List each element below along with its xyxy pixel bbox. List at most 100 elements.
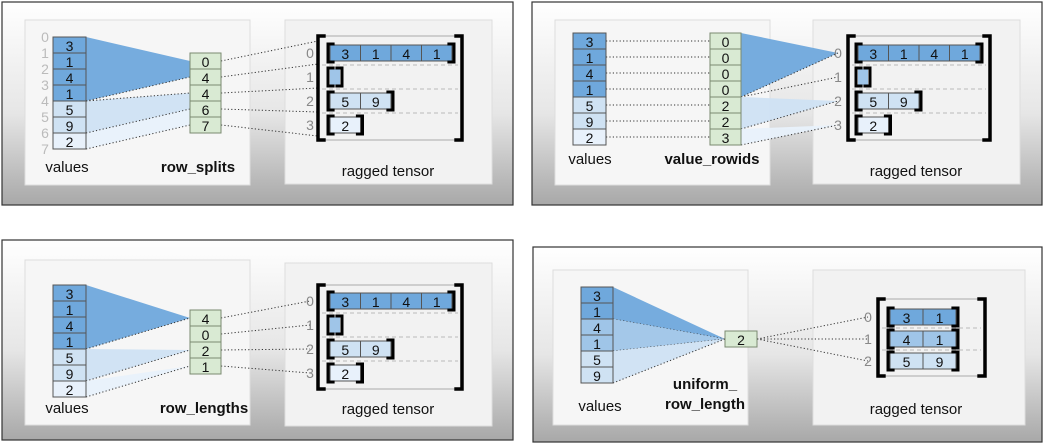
dotted-connector: [220, 348, 311, 351]
value-cell-text: 4: [66, 318, 74, 334]
row-left-bracket: [326, 362, 335, 384]
tensor-right-bracket: [977, 297, 987, 378]
value-cell-text: 4: [593, 320, 601, 336]
value-cell-text: 5: [66, 102, 74, 118]
value-cell-text: 1: [593, 304, 601, 320]
row-index-label: 2: [306, 341, 314, 357]
dotted-connector: [220, 365, 311, 374]
row-left-bracket: [854, 114, 863, 136]
empty-row-right-bracket: [335, 314, 344, 336]
encoding-cell-text: 0: [202, 54, 210, 70]
connectors: [85, 285, 311, 398]
values-label: values: [45, 400, 88, 417]
row-index-label: 0: [864, 309, 872, 325]
row-right-bracket: [883, 114, 892, 136]
value-cell-text: 4: [586, 66, 594, 82]
fan-region: [86, 366, 190, 397]
ragged-cell-text: 9: [936, 354, 944, 370]
values-label: values: [578, 398, 621, 415]
value-cell-text: 1: [66, 86, 74, 102]
row-right-bracket: [951, 350, 960, 372]
ragged-cell-text: 4: [402, 294, 410, 310]
encoding-label: row_length: [665, 396, 745, 413]
encoding-cell: [189, 116, 222, 134]
dotted-connector: [85, 92, 191, 102]
value-cell: [580, 366, 614, 384]
values-label: values: [45, 159, 88, 176]
values-label: values: [568, 151, 611, 168]
encoding-cell-text: 2: [722, 98, 730, 114]
connectors: [612, 287, 869, 384]
ragged-cell-text: 4: [402, 46, 410, 62]
tensor-right-bracket: [454, 283, 464, 391]
ragged-cell-text: 2: [341, 118, 349, 134]
value-cell: [52, 380, 87, 398]
ragged-cell: [922, 308, 957, 326]
encoding-cell-text: 1: [202, 359, 210, 375]
fan-region: [613, 319, 725, 351]
value-cell-text: 3: [593, 288, 601, 304]
encoding-cell: [709, 128, 742, 146]
dotted-connector: [220, 300, 311, 319]
value-cell-text: 3: [586, 34, 594, 50]
connectors: [606, 33, 839, 146]
empty-row-left-bracket: [326, 314, 335, 336]
encoding-label: value_rowids: [664, 151, 759, 168]
ragged-cell-text: 1: [372, 294, 380, 310]
encoding-cell-text: 6: [202, 102, 210, 118]
value-cell-text: 2: [586, 130, 594, 146]
row-right-bracket: [386, 90, 395, 112]
empty-row-cell: [330, 317, 340, 333]
empty-row-cell: [330, 69, 340, 85]
encoding-cell: [724, 330, 758, 348]
row-left-bracket: [326, 338, 335, 360]
value-cell-text: 1: [593, 336, 601, 352]
value-cell-text: 3: [66, 38, 74, 54]
dotted-connector: [740, 76, 839, 98]
value-cell-text: 5: [593, 352, 601, 368]
ragged-cell-text: 9: [372, 94, 380, 110]
ragged-cell-text: 4: [903, 332, 911, 348]
ragged-cell: [421, 292, 453, 310]
encoding-cell-text: 4: [202, 70, 210, 86]
ragged-cell-text: 9: [900, 94, 908, 110]
value-cell: [572, 128, 607, 146]
value-index-label: 2: [41, 61, 49, 77]
dotted-connector: [220, 40, 319, 62]
value-cell-text: 1: [66, 334, 74, 350]
encoding-label: row_lengths: [160, 400, 248, 417]
value-index-label: 0: [41, 29, 49, 45]
value-cell-text: 1: [586, 82, 594, 98]
ragged-cell-text: 3: [341, 294, 349, 310]
row-index-label: 1: [864, 331, 872, 347]
empty-row-right-bracket: [863, 66, 872, 88]
value-index-label: 4: [41, 93, 49, 109]
fan-region: [741, 33, 838, 97]
ragged-cell-text: 3: [341, 46, 349, 62]
dotted-connector: [85, 124, 191, 150]
row-left-bracket: [854, 90, 863, 112]
value-cell-text: 2: [66, 134, 74, 150]
tensor-right-bracket: [982, 34, 992, 142]
ragged-cell-text: 5: [903, 354, 911, 370]
row-right-bracket: [975, 42, 984, 64]
ragged-cell-text: 1: [433, 46, 441, 62]
value-cell-text: 3: [66, 286, 74, 302]
ragged-cell-text: 2: [341, 366, 349, 382]
dotted-connector: [740, 52, 839, 98]
row-index-label: 3: [306, 365, 314, 381]
row-left-bracket: [886, 328, 895, 350]
value-cell-text: 1: [66, 54, 74, 70]
encoding-cell-text: 0: [722, 34, 730, 50]
ragged-cell: [949, 44, 981, 62]
encoding-cell-text: 7: [202, 118, 210, 134]
row-left-bracket: [326, 90, 335, 112]
